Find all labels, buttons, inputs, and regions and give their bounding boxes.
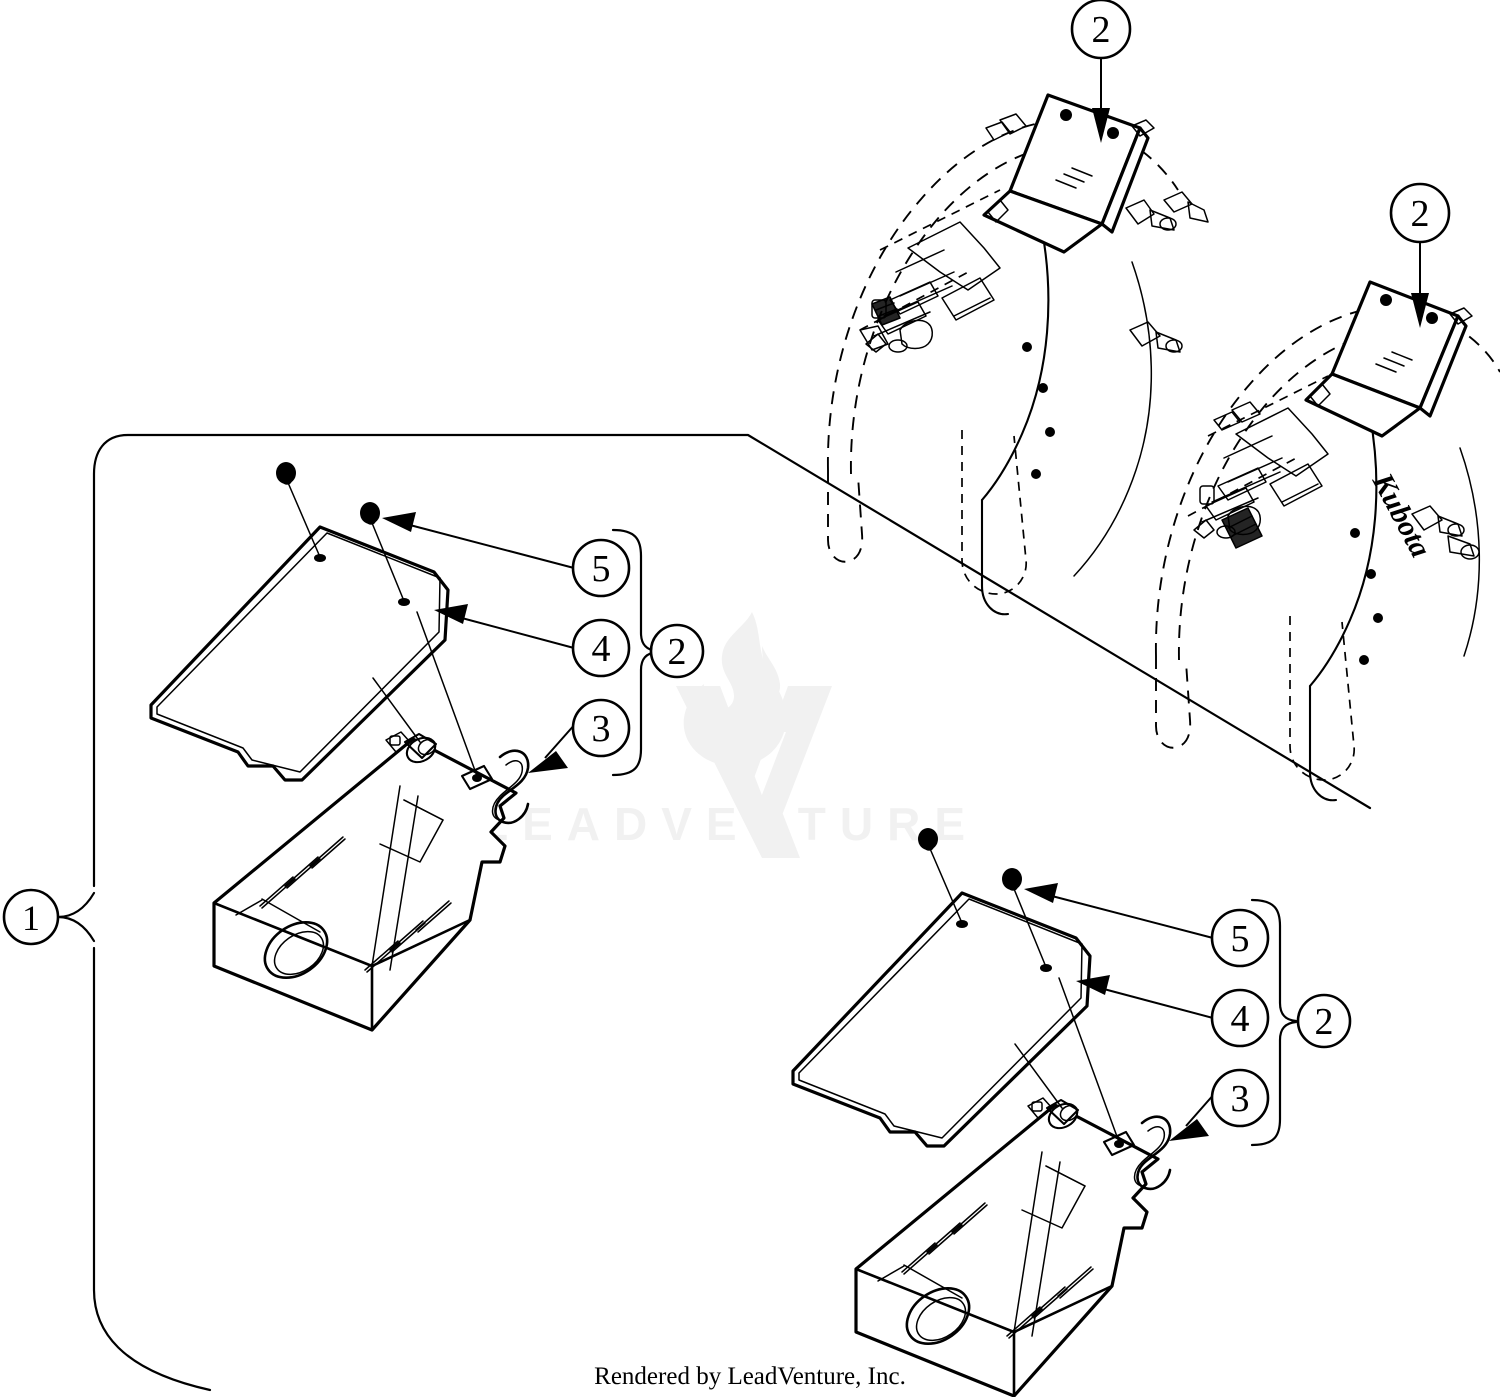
hydraulic-fitting-detail <box>985 113 1183 353</box>
hook-clip-part3 <box>1133 1115 1172 1191</box>
tube-boss <box>385 731 438 764</box>
bolt-hardware-part5 <box>276 462 405 602</box>
bolt-hardware-part5 <box>918 828 1047 968</box>
footer-credit: Rendered by LeadVenture, Inc. <box>594 1363 906 1390</box>
callout-number-4: 4 <box>1231 998 1250 1040</box>
fender-outline-solid <box>980 228 1153 616</box>
callout-number-4: 4 <box>592 628 611 670</box>
mounting-tab <box>1102 1130 1136 1157</box>
balloon-circle-1[interactable] <box>2 888 60 946</box>
hook-clip-part3 <box>491 749 530 825</box>
balloon-circle-5[interactable] <box>571 538 631 598</box>
callout-number: 2 <box>1092 9 1111 51</box>
tube-boss <box>1027 1097 1080 1130</box>
guard-cover-plate <box>982 93 1155 254</box>
balloon-circle-2[interactable] <box>649 623 705 679</box>
callout-number: 2 <box>1411 193 1430 235</box>
balloon-circle-3[interactable] <box>571 698 631 758</box>
assembly-guide-lines <box>1014 977 1120 1143</box>
assembly-guide-lines <box>372 611 478 777</box>
bracket-hardware-detail <box>859 221 1001 353</box>
watermark-text: LEADVENTURE <box>480 798 979 850</box>
callout-number-2: 2 <box>1315 1001 1334 1043</box>
guard-cover-plate <box>1304 280 1473 438</box>
balloon-circle-4[interactable] <box>1210 988 1270 1048</box>
balloon-circle[interactable] <box>1389 182 1451 244</box>
guard-channel-body <box>212 731 530 1032</box>
hydraulic-fitting-detail <box>1163 191 1480 560</box>
callout-number-3: 3 <box>1231 1078 1250 1120</box>
bracket-hardware-detail <box>1193 407 1329 549</box>
callout-number-5: 5 <box>1231 918 1250 960</box>
balloon-circle-2[interactable] <box>1296 993 1352 1049</box>
balloon-circle-5[interactable] <box>1210 908 1270 968</box>
callout-2-top-right: 2 <box>1389 182 1451 328</box>
flame-v-logo <box>676 612 832 858</box>
leader-lines <box>1024 883 1216 1141</box>
callout-number-1: 1 <box>22 898 40 938</box>
callout-number-5: 5 <box>592 548 611 590</box>
callout-number-2: 2 <box>668 631 687 673</box>
guard-cover-plate <box>149 525 450 782</box>
callout-number-3: 3 <box>592 708 611 750</box>
callout-group-right: 5 4 3 2 <box>1210 898 1352 1147</box>
guard-cover-plate <box>791 891 1092 1148</box>
callout-2-top-left: 2 <box>1070 0 1132 143</box>
mounting-tab <box>460 764 494 791</box>
leader-lines <box>382 512 577 773</box>
balloon-circle-4[interactable] <box>571 618 631 678</box>
callout-group-left: 5 4 3 2 <box>571 528 705 777</box>
balloon-circle[interactable] <box>1070 0 1132 60</box>
guard-channel-body <box>854 1097 1172 1397</box>
balloon-circle-3[interactable] <box>1210 1068 1270 1128</box>
